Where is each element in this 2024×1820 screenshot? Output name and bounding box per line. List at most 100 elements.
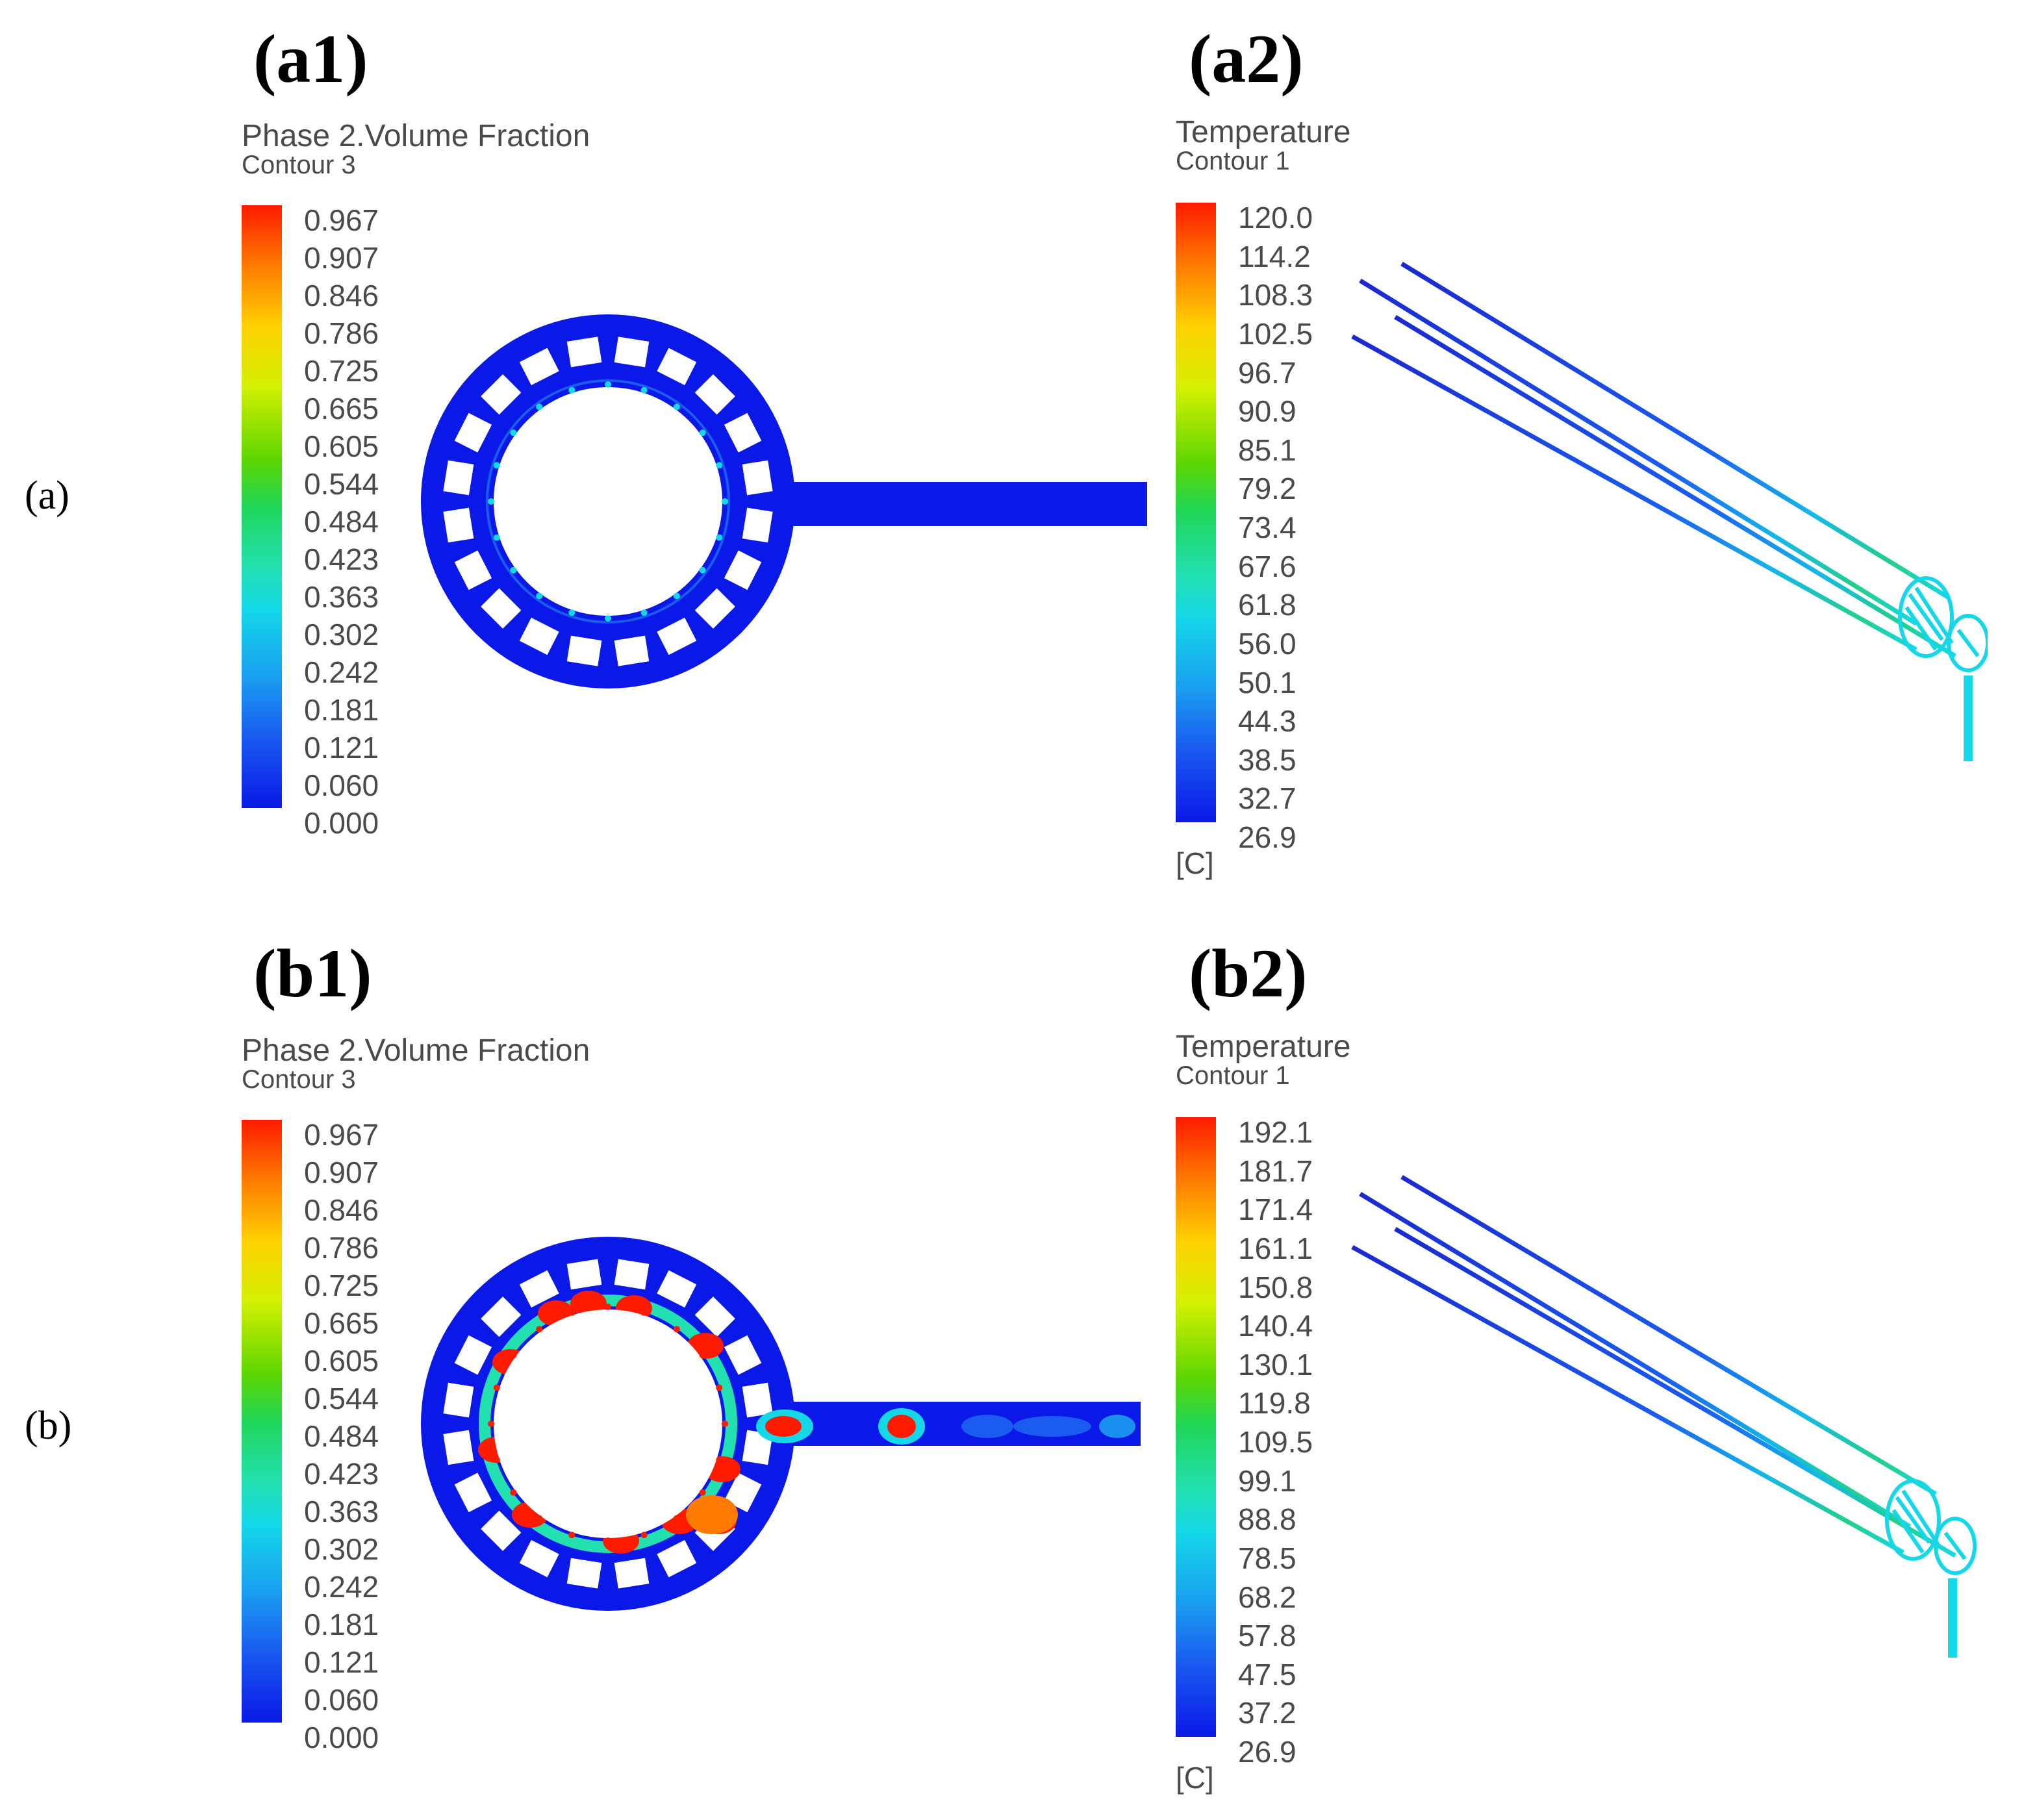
tick-label: 0.121 [304, 731, 379, 765]
boundary-dot [568, 609, 576, 616]
boundary-dot [493, 462, 500, 469]
tick-label: 85.1 [1238, 433, 1297, 467]
tick-label: 56.0 [1238, 626, 1297, 661]
ring-slot [454, 550, 492, 590]
ring-slot [454, 412, 492, 453]
heat-pipe-lines [1351, 1174, 1956, 1558]
boundary-dot [640, 609, 648, 616]
ring-slot [481, 1296, 522, 1337]
boundary-dot [536, 1326, 543, 1333]
ring-slot [742, 507, 773, 543]
ring-slot [443, 507, 474, 543]
tick-label: 73.4 [1238, 511, 1297, 544]
ring-slot [742, 1430, 773, 1465]
boundary-dot [605, 381, 611, 388]
pipe-line [1351, 334, 1917, 652]
pipe-line [1394, 315, 1956, 658]
ring-slot [519, 1539, 559, 1578]
tick-label: 181.7 [1238, 1154, 1313, 1188]
tick-label: 0.725 [304, 1269, 379, 1302]
row-label-b: (b) [25, 1404, 72, 1448]
ring-slot [742, 460, 773, 496]
tick-label: 67.6 [1238, 549, 1297, 583]
tick-label: 0.786 [304, 1231, 379, 1265]
tick-label: 0.967 [304, 1118, 379, 1152]
boundary-dot [493, 534, 500, 541]
tick-label: 0.060 [304, 768, 379, 802]
boundary-dot [673, 592, 680, 600]
liquid-film [486, 379, 730, 624]
tick-label: 0.484 [304, 1419, 379, 1453]
contour-a1 [421, 314, 1147, 689]
tick-label: 78.5 [1238, 1541, 1297, 1575]
ring-slot [724, 412, 762, 453]
boundary-dot [716, 462, 723, 469]
tick-label: 68.2 [1238, 1580, 1297, 1614]
legend-title: Phase 2.Volume Fraction [242, 1033, 590, 1068]
ring-inner-hole [494, 1309, 722, 1538]
ring-slot [657, 1539, 697, 1578]
tick-label: 0.544 [304, 467, 379, 501]
temperature-a2 [1351, 262, 1988, 761]
ring-slot [454, 1472, 492, 1513]
heat-pipe-lines [1351, 262, 1956, 658]
pipe-line [1394, 1226, 1956, 1558]
ring [421, 314, 795, 689]
tick-label: 0.423 [304, 542, 379, 576]
ring-slot [454, 1335, 492, 1375]
boundary-dot [510, 1352, 517, 1359]
tick-label: 61.8 [1238, 588, 1297, 622]
ring-slot [694, 1296, 735, 1337]
ring-slot [657, 1270, 697, 1308]
ring-slot [566, 336, 602, 368]
boundary-dot [716, 1384, 723, 1391]
tick-label: 0.423 [304, 1457, 379, 1491]
boundary-dot [640, 386, 648, 394]
pipe-line [1351, 1245, 1904, 1555]
tick-label: 0.786 [304, 316, 379, 350]
tick-label: 114.2 [1238, 239, 1311, 273]
tick-label: 32.7 [1238, 781, 1297, 816]
boundary-dot [510, 429, 517, 436]
tick-label: 44.3 [1238, 704, 1297, 739]
tick-label: 171.4 [1238, 1193, 1313, 1227]
tick-label: 140.4 [1238, 1309, 1313, 1343]
tick-label: 79.2 [1238, 472, 1297, 506]
boundary-dot [536, 403, 543, 411]
ring-slot [566, 635, 602, 666]
boundary-dot [673, 1326, 680, 1333]
tick-label: 0.000 [304, 806, 379, 840]
panel-label-b2: (b2) [1189, 935, 1308, 1011]
ring-inner-hole [494, 387, 722, 616]
tick-label: 57.8 [1238, 1619, 1297, 1653]
boundary-dot [488, 1421, 494, 1427]
row-label-a: (a) [25, 474, 70, 518]
boundary-dot [536, 1515, 543, 1522]
legend-subtitle: Contour 1 [1176, 147, 1290, 175]
panel-label-b1: (b1) [253, 935, 372, 1011]
tick-label: 0.181 [304, 693, 379, 727]
tick-label: 0.846 [304, 279, 379, 312]
condenser-bundle [1885, 1479, 1977, 1575]
hot-spots [756, 1408, 1135, 1445]
tick-label: 0.363 [304, 1495, 379, 1528]
ring-slot [481, 374, 522, 415]
color-scale-bar [1176, 203, 1216, 822]
boundary-dot [722, 1421, 728, 1427]
ring-slot [724, 1472, 762, 1513]
tick-label: 0.363 [304, 580, 379, 614]
tick-label: 0.121 [304, 1645, 379, 1679]
boundary-dot [568, 1532, 576, 1539]
panel-label-a1: (a1) [253, 21, 368, 97]
tick-label: 26.9 [1238, 820, 1297, 854]
boundary-dot [493, 1456, 500, 1463]
tick-label: 96.7 [1238, 355, 1297, 390]
boundary-dot [536, 592, 543, 600]
tick-label: 150.8 [1238, 1270, 1313, 1304]
legend-subtitle: Contour 1 [1176, 1061, 1290, 1090]
ring-slot [724, 1335, 762, 1375]
tick-label: 0.725 [304, 354, 379, 388]
